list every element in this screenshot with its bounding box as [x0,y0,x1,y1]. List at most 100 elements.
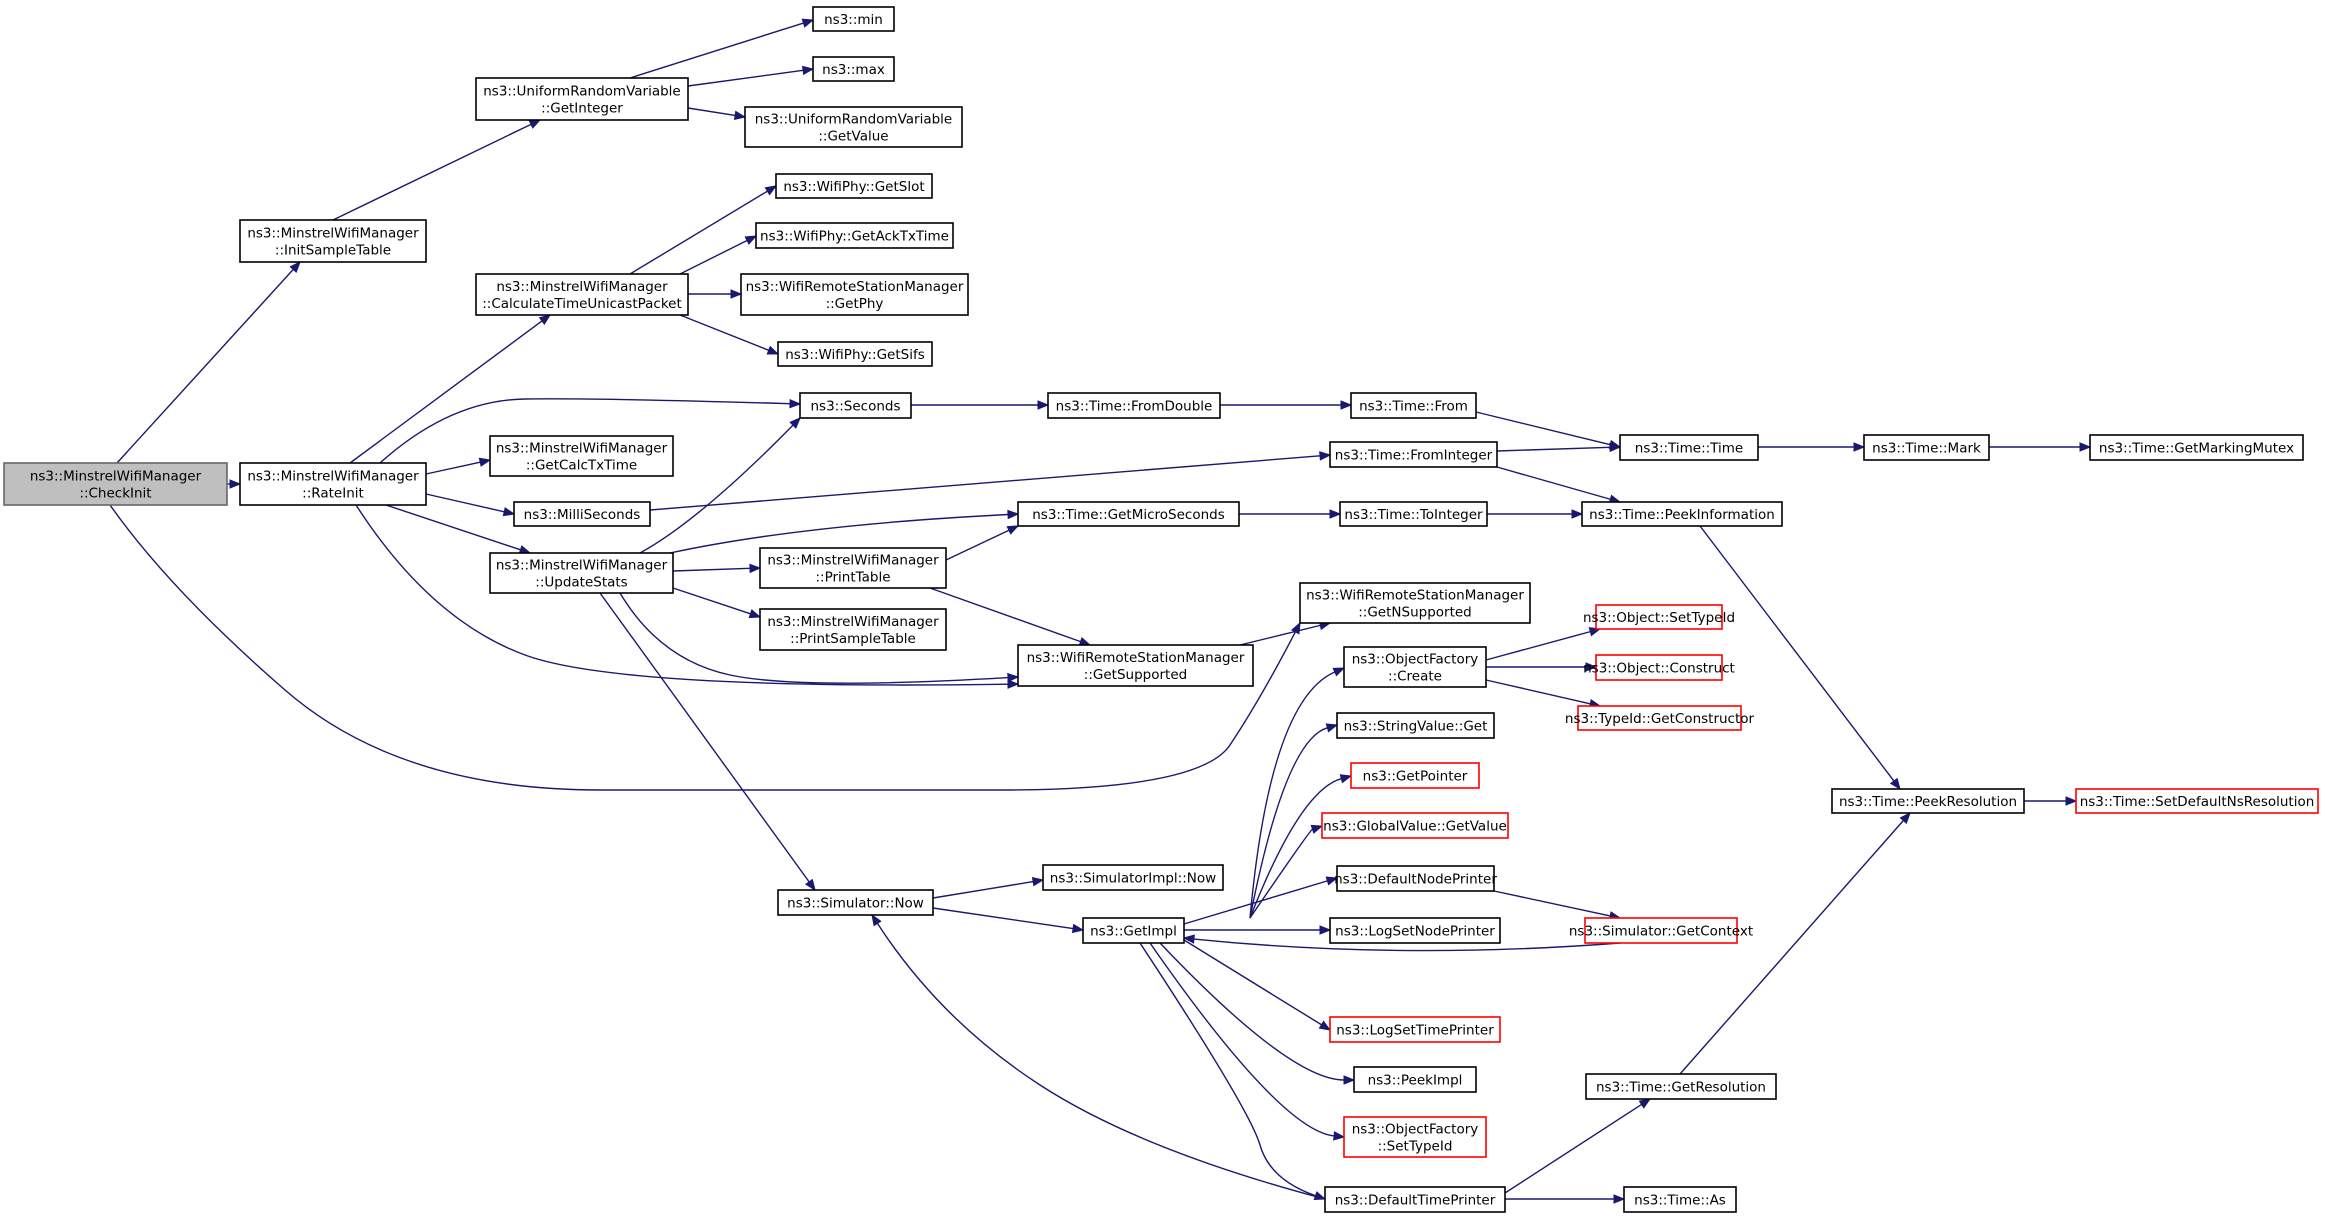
node-from[interactable]: ns3::Time::From [1350,392,1477,419]
node-label-line: ::InitSampleTable [275,243,391,259]
node-setdefaultns[interactable]: ns3::Time::SetDefaultNsResolution [2075,788,2319,814]
node-getnsupported[interactable]: ns3::WifiRemoteStationManager::GetNSuppo… [1299,582,1531,624]
node-simimplnow[interactable]: ns3::SimulatorImpl::Now [1042,864,1224,891]
node-timeas[interactable]: ns3::Time::As [1623,1186,1737,1213]
edge-getimpl-to-logsetnode [1184,925,1332,935]
node-label-line: ::PrintSampleTable [790,631,916,647]
node-label-line: ns3::MinstrelWifiManager [30,469,202,485]
node-label-line: ns3::TypeId::GetConstructor [1565,711,1755,727]
edge-getcontext-to-getimpl [1182,934,1621,952]
node-logsettime[interactable]: ns3::LogSetTimePrinter [1329,1016,1501,1043]
node-globalvalue[interactable]: ns3::GlobalValue::GetValue [1321,812,1509,839]
node-box [239,219,427,263]
node-logsetnode[interactable]: ns3::LogSetNodePrinter [1329,917,1501,944]
node-max[interactable]: ns3::max [812,56,895,82]
node-label-line: ns3::WifiRemoteStationManager [1027,650,1245,666]
node-label-line: ns3::MinstrelWifiManager [496,558,668,574]
arrowhead [1325,723,1339,733]
arrowhead [1007,679,1020,689]
edge-tointeger-to-peekinfo [1487,509,1584,519]
node-min[interactable]: ns3::min [812,6,895,32]
edge-seconds-to-fromdouble [911,400,1050,410]
arrowhead [1339,774,1353,784]
node-getslot[interactable]: ns3::WifiPhy::GetSlot [775,173,933,199]
node-box [1595,654,1723,681]
node-getconstructor[interactable]: ns3::TypeId::GetConstructor [1565,705,1755,731]
node-fromdouble[interactable]: ns3::Time::FromDouble [1047,392,1221,419]
node-getmicro[interactable]: ns3::Time::GetMicroSeconds [1017,501,1240,527]
edge-peekres-to-setdefaultns [2024,796,2078,806]
node-getpointer[interactable]: ns3::GetPointer [1350,762,1480,789]
edge-printtable-to-getmicro [945,525,1020,561]
node-getsupported[interactable]: ns3::WifiRemoteStationManager::GetSuppor… [1017,644,1254,687]
node-getcontext[interactable]: ns3::Simulator::GetContext [1569,917,1753,944]
node-stringvalue[interactable]: ns3::StringValue::Get [1336,712,1495,739]
node-box [1047,392,1221,419]
node-updatestats[interactable]: ns3::MinstrelWifiManager::UpdateStats [489,552,674,594]
node-peekinfo[interactable]: ns3::Time::PeekInformation [1581,501,1783,527]
node-label-line: ns3::SimulatorImpl::Now [1050,871,1216,887]
edge-calctime-to-getsifs [679,314,780,355]
node-initsample[interactable]: ns3::MinstrelWifiManager::InitSampleTabl… [239,219,427,263]
node-calctime[interactable]: ns3::MinstrelWifiManager::CalculateTimeU… [475,273,689,316]
node-deftimeprinter[interactable]: ns3::DefaultTimePrinter [1324,1186,1506,1213]
node-getmarking[interactable]: ns3::Time::GetMarkingMutex [2089,434,2304,461]
edge-fromdouble-to-from [1220,400,1353,410]
node-urv_getint[interactable]: ns3::UniformRandomVariable::GetInteger [475,77,689,121]
arrowhead [1343,1075,1356,1085]
node-settypeid[interactable]: ns3::Object::SetTypeId [1583,604,1735,630]
node-peekimpl[interactable]: ns3::PeekImpl [1353,1066,1477,1093]
node-label-line: ns3::Time::FromInteger [1335,448,1493,464]
node-box [777,341,933,367]
node-getresolution[interactable]: ns3::Time::GetResolution [1585,1073,1777,1100]
node-box [1329,441,1498,468]
node-time[interactable]: ns3::Time::Time [1619,434,1759,461]
node-label-line: ::SetTypeId [1378,1139,1453,1155]
node-seconds[interactable]: ns3::Seconds [799,392,912,419]
node-defnodeprinter[interactable]: ns3::DefaultNodePrinter [1334,865,1497,892]
node-objfactory_settype[interactable]: ns3::ObjectFactory::SetTypeId [1343,1116,1487,1158]
node-milliseconds[interactable]: ns3::MilliSeconds [513,501,651,527]
node-label-line: ns3::WifiRemoteStationManager [1306,588,1524,604]
node-box [475,273,689,316]
node-simnow[interactable]: ns3::Simulator::Now [777,889,934,916]
node-frominteger[interactable]: ns3::Time::FromInteger [1329,441,1498,468]
node-label-line: ns3::LogSetTimePrinter [1336,1023,1494,1039]
node-getimpl[interactable]: ns3::GetImpl [1082,917,1185,944]
node-label-line: ns3::GetImpl [1090,924,1177,940]
edge-getimpl-to-objfactory_create [1249,667,1346,919]
node-checkinit[interactable]: ns3::MinstrelWifiManager::CheckInit [3,462,228,506]
node-wrsm_getphy[interactable]: ns3::WifiRemoteStationManager::GetPhy [740,273,969,316]
node-tointeger[interactable]: ns3::Time::ToInteger [1339,501,1488,527]
arrowhead [766,345,780,355]
arrowhead [2065,796,2078,806]
node-getcalctx[interactable]: ns3::MinstrelWifiManager::GetCalcTxTime [489,435,674,477]
node-label-line: ns3::LogSetNodePrinter [1335,924,1495,940]
node-getsifs[interactable]: ns3::WifiPhy::GetSifs [777,341,933,367]
node-getacktx[interactable]: ns3::WifiPhy::GetAckTxTime [755,222,954,249]
node-objfactory_create[interactable]: ns3::ObjectFactory::Create [1343,646,1487,688]
node-label-line: ns3::Seconds [811,399,901,415]
node-label-line: ns3::DefaultNodePrinter [1334,872,1497,888]
node-box [1324,1186,1506,1213]
node-label-line: ::PrintTable [815,570,890,586]
node-urv_getval[interactable]: ns3::UniformRandomVariable::GetValue [744,106,963,148]
node-construct[interactable]: ns3::Object::Construct [1583,654,1735,681]
node-label-line: ns3::Time::Mark [1872,441,1981,457]
node-rateinit[interactable]: ns3::MinstrelWifiManager::RateInit [239,462,427,506]
node-peekres[interactable]: ns3::Time::PeekResolution [1831,788,2025,814]
edge-getimpl-to-deftimeprinter [1139,942,1327,1201]
arrowhead [749,563,762,574]
node-printtable[interactable]: ns3::MinstrelWifiManager::PrintTable [759,547,947,589]
edge-getsupported-to-getnsupported [1239,620,1332,646]
node-mark[interactable]: ns3::Time::Mark [1863,434,1990,461]
node-label-line: ns3::StringValue::Get [1344,719,1488,735]
node-printsample[interactable]: ns3::MinstrelWifiManager::PrintSampleTab… [759,608,947,651]
node-box [740,273,969,316]
arrowhead [801,18,815,28]
node-label-line: ns3::WifiPhy::GetSlot [783,179,924,195]
node-box [775,173,933,199]
node-label-line: ns3::MinstrelWifiManager [496,279,668,295]
edge-peekinfo-to-peekres [1699,525,1901,791]
edge-printtable-to-getsupported [929,587,1092,646]
